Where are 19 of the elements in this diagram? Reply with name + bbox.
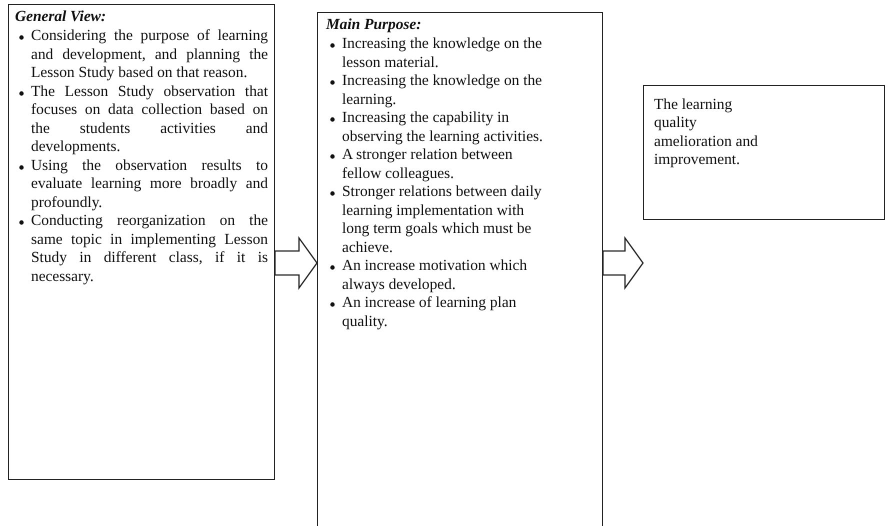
bullet-text: Conducting reorganization on the same topic in implementing Lesson Study in different class, if it is necessary. [31,212,268,285]
bullet-text: Increasing the knowledge on the learning. [342,72,542,108]
block-arrow [274,236,318,290]
block-arrow [602,236,644,290]
text-box [8,4,275,480]
box-heading: Main Purpose: [326,16,422,34]
bullet-text: Increasing the capability in observing the learning activities. [342,109,543,145]
text-box [643,85,885,220]
bullet-text: The Lesson Study observation that focuses on data collection based on the students activities and developments. [31,82,268,156]
bullet-text: A stronger relation between fellow colleagues. [342,146,513,182]
box-heading: General View: [15,8,108,26]
bullet-text: Increasing the knowledge on the lesson material. [342,35,542,71]
bullet-text: Using the observation results to evaluate learning more broadly and profoundly. [31,156,268,211]
bullet-text: Considering the purpose of learning and development, and planning the Lesson Study based on that reason. [31,27,268,82]
bullet-text: Stronger relations between daily learning implementation with long term goals which must be achieve. [342,183,542,256]
box-text: The learning quality amelioration and improvement. [654,96,759,170]
bullet-text: An increase motivation which always developed. [342,257,528,293]
bullet-text: An increase of learning plan quality. [342,294,516,330]
text-box [317,12,603,526]
